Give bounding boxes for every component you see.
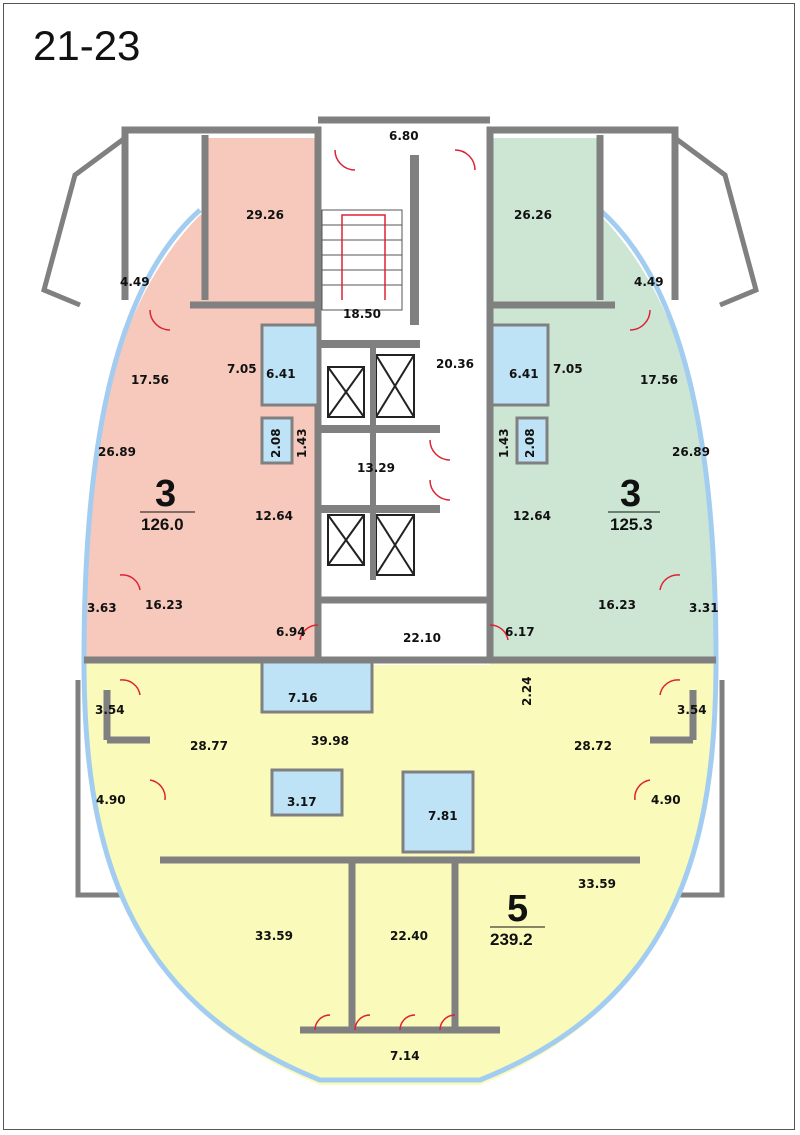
facade-glazing: [81, 208, 719, 1083]
room-area: 6.94: [276, 625, 306, 639]
room-labels: 29.26 4.49 17.56 7.05 6.41 2.08 1.43 26.…: [87, 129, 719, 1063]
room-area: 16.23: [598, 598, 636, 612]
room-area: 2.08: [269, 428, 283, 458]
room-area: 3.63: [87, 601, 117, 615]
room-area: 33.59: [578, 877, 616, 891]
room-area: 7.05: [553, 362, 583, 376]
page-frame: [3, 3, 795, 1130]
room-area: 3.54: [95, 703, 125, 717]
room-area: 2.24: [520, 676, 534, 706]
room-area: 26.89: [98, 445, 136, 459]
apartment-rooms: 3: [620, 473, 641, 515]
room-area: 4.90: [651, 793, 681, 807]
apartment-right-fill: [490, 138, 716, 660]
room-area: 12.64: [255, 509, 293, 523]
apartment-area: 125.3: [610, 515, 653, 534]
room-area: 7.14: [390, 1049, 420, 1063]
room-area: 3.17: [287, 795, 317, 809]
stair-block: [321, 209, 403, 311]
lobby-fill: [318, 600, 490, 660]
apartment-area: 126.0: [141, 515, 184, 534]
apartment-bottom-label: 5 239.2: [490, 888, 545, 949]
room-area: 28.77: [190, 739, 228, 753]
room-area: 26.89: [672, 445, 710, 459]
room-area: 22.40: [390, 929, 428, 943]
apartment-left-label: 3 126.0: [140, 473, 195, 534]
room-area: 29.26: [246, 208, 284, 222]
apartment-rooms: 3: [155, 473, 176, 515]
elevators: [327, 354, 415, 576]
room-area: 28.72: [574, 739, 612, 753]
apartment-area: 239.2: [490, 930, 533, 949]
room-area: 33.59: [255, 929, 293, 943]
room-area: 1.43: [497, 428, 511, 458]
room-area: 17.56: [640, 373, 678, 387]
room-area: 3.31: [689, 601, 719, 615]
room-area: 4.49: [120, 275, 150, 289]
apartment-bottom-fill: [84, 660, 716, 1085]
room-area: 3.54: [677, 703, 707, 717]
room-area: 13.29: [357, 461, 395, 475]
room-area: 7.05: [227, 362, 257, 376]
core-fill: [318, 120, 490, 665]
room-area: 26.26: [514, 208, 552, 222]
room-area: 6.41: [509, 367, 539, 381]
room-area: 18.50: [343, 307, 381, 321]
room-area: 6.80: [389, 129, 419, 143]
balcony-frames: [41, 135, 759, 898]
room-area: 4.90: [96, 793, 126, 807]
floor-range-label: 21-23: [33, 22, 141, 69]
room-area: 6.17: [505, 625, 535, 639]
room-area: 12.64: [513, 509, 551, 523]
doors: [119, 149, 681, 1031]
room-area: 39.98: [311, 734, 349, 748]
apartment-left-fill: [84, 138, 318, 660]
room-area: 1.43: [295, 428, 309, 458]
room-area: 17.56: [131, 373, 169, 387]
room-area: 20.36: [436, 357, 474, 371]
room-area: 16.23: [145, 598, 183, 612]
room-area: 4.49: [634, 275, 664, 289]
room-area: 7.16: [288, 691, 318, 705]
apartment-rooms: 5: [507, 888, 528, 930]
wet-rooms: [260, 323, 550, 854]
room-area: 7.81: [428, 809, 458, 823]
room-area: 2.08: [523, 428, 537, 458]
apartment-right-label: 3 125.3: [608, 473, 660, 534]
core-walls: [320, 155, 440, 580]
room-area: 6.41: [266, 367, 296, 381]
room-area: 22.10: [403, 631, 441, 645]
